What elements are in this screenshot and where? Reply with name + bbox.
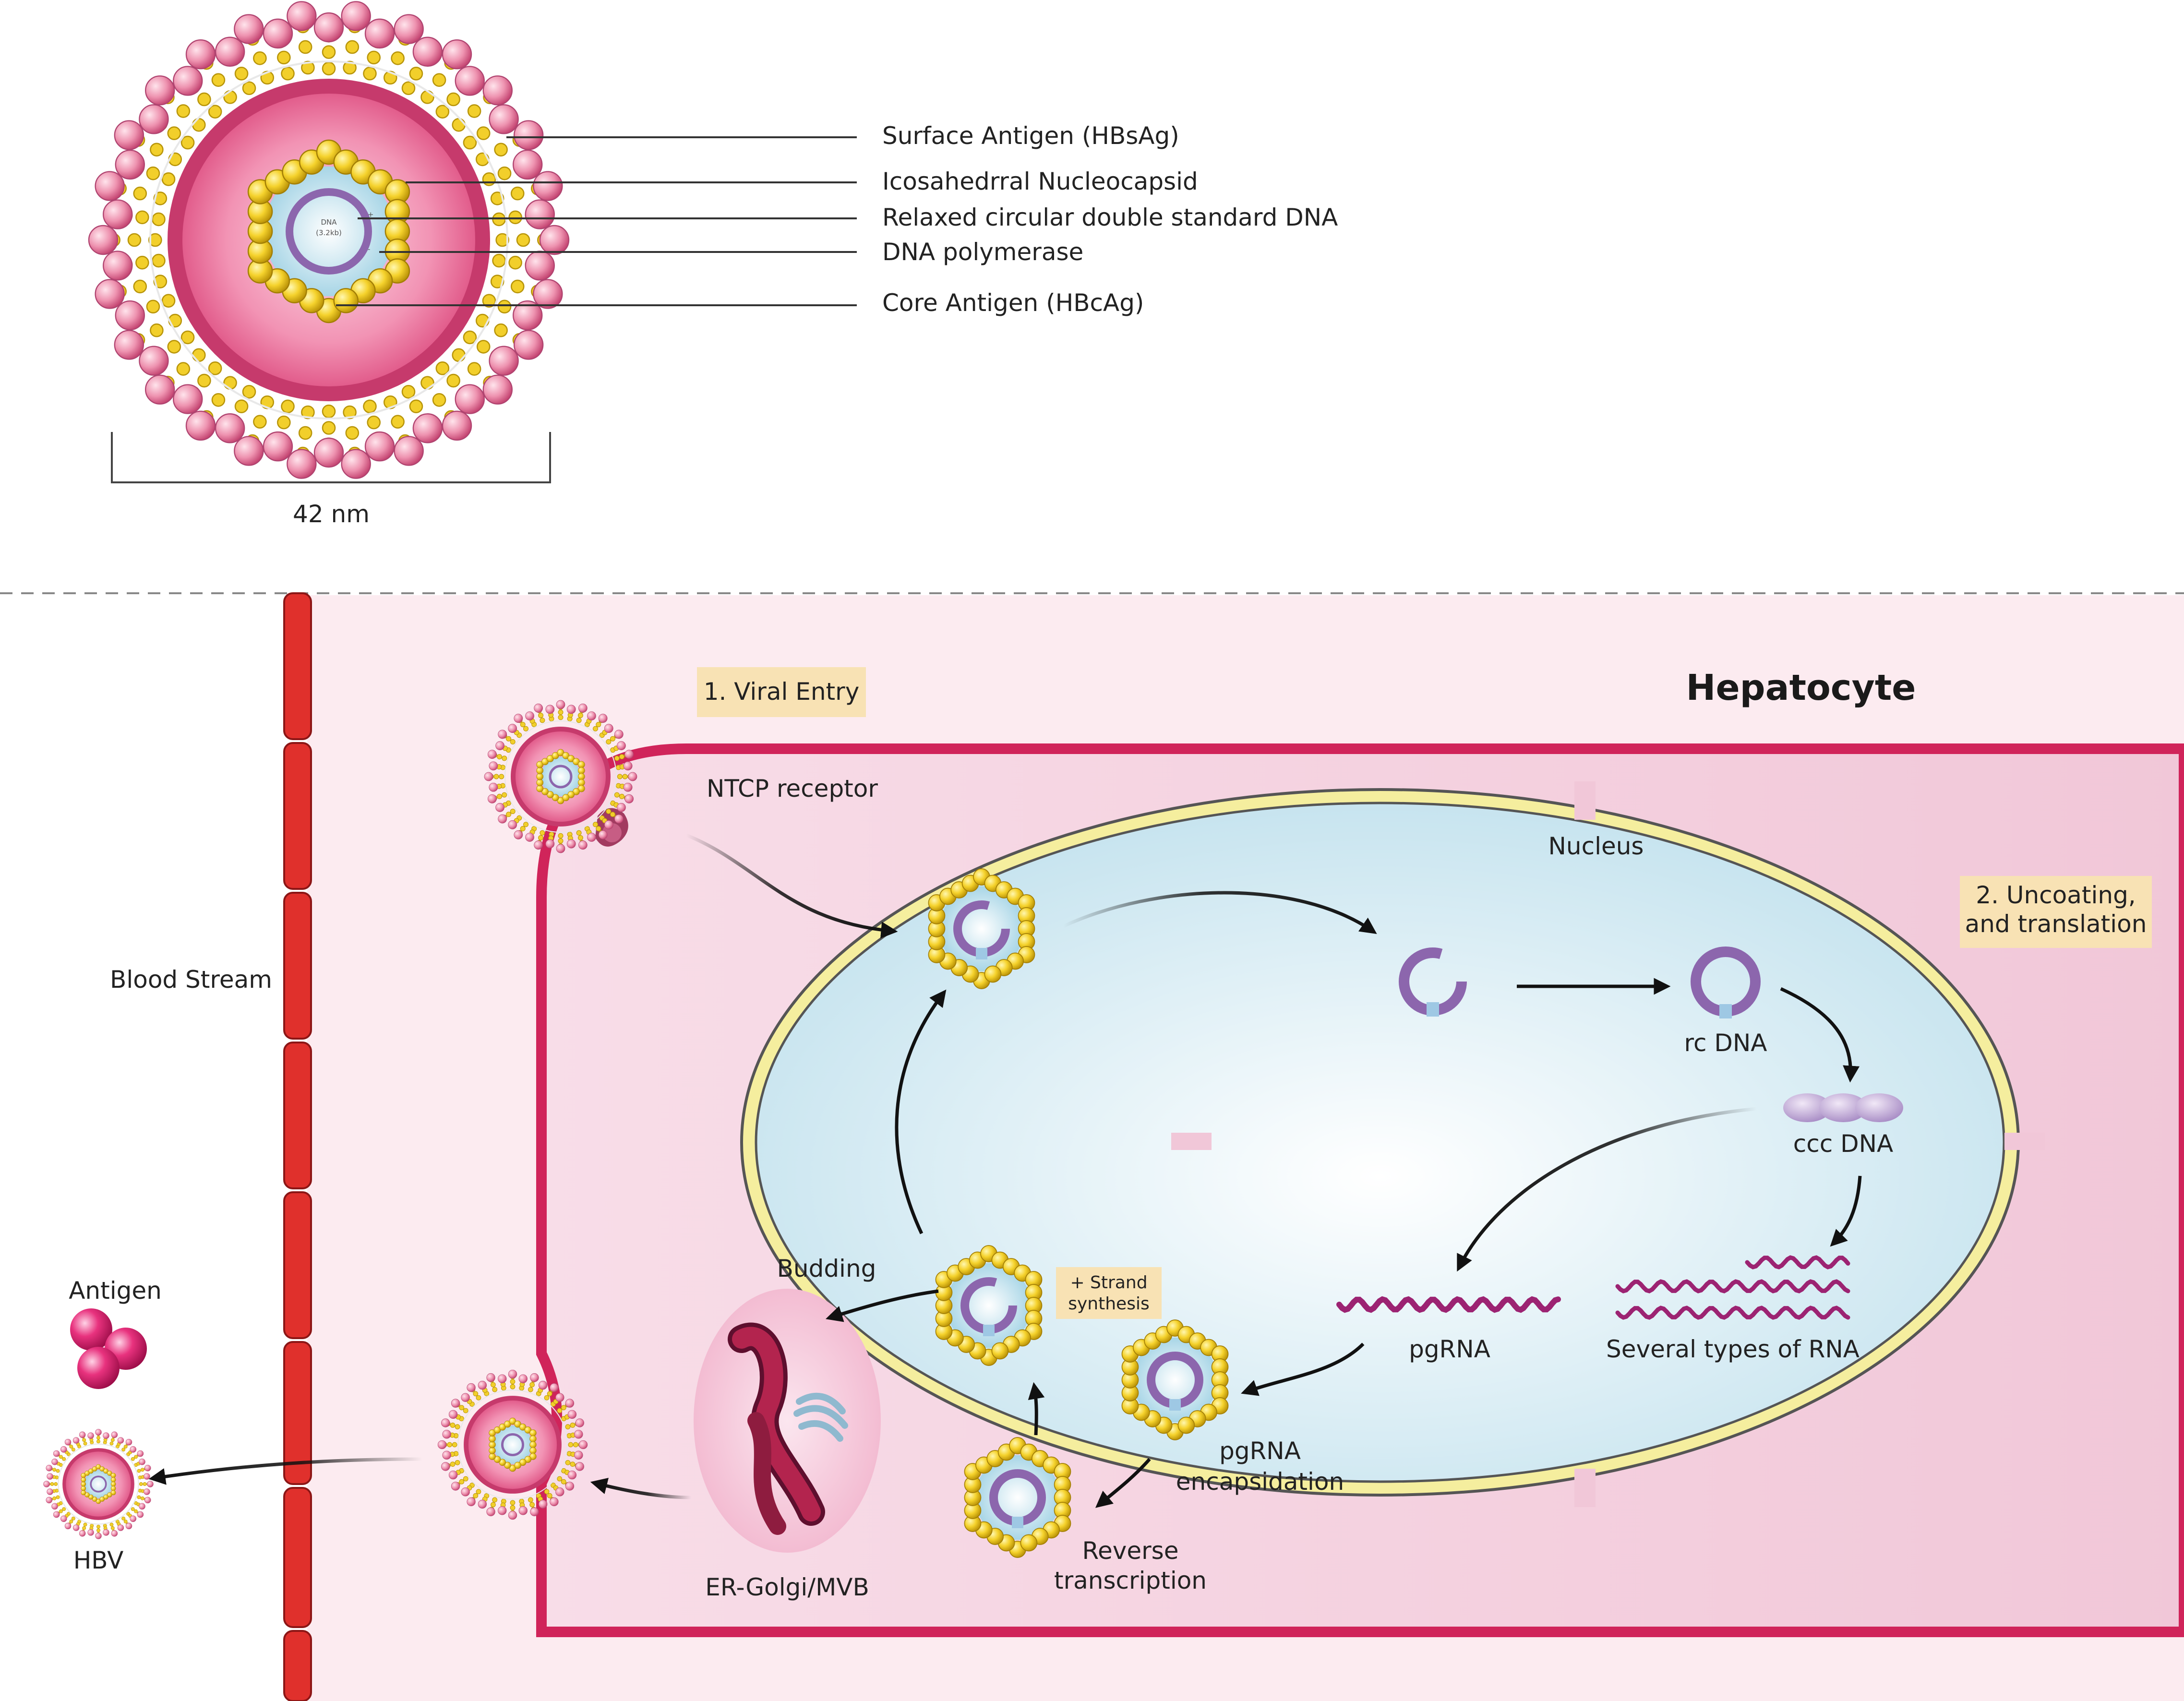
arrow-ccc-to-pgrna [1457,1107,1757,1272]
step-viral-entry: 1. Viral Entry [704,678,860,706]
virion-leader-lines [336,136,857,306]
arrow-budding [825,1289,939,1322]
antigen-label: Antigen [69,1277,162,1305]
strand-synthesis-line1: + Strand [1070,1273,1147,1293]
reverse-transcription-label-line1: Reverse [1082,1537,1179,1565]
hbv-label: HBV [73,1546,124,1574]
step-box-viral-entry [697,667,866,717]
arrow-recycling [895,989,947,1234]
arrow-to-strand-synthesis [1028,1382,1045,1436]
rna-types-label: Several types of RNA [1606,1335,1860,1363]
label-nucleocapsid: Icosahedrral Nucleocapsid [882,168,1198,195]
surface-antigen-spikes [88,1,570,479]
dna-label: DNA [321,218,337,227]
virion-budding [437,1369,588,1520]
encapsidation-label-line1: pgRNA [1219,1437,1301,1465]
label-core-antigen: Core Antigen (HBcAg) [882,289,1144,317]
virion-released [43,1429,154,1539]
step-uncoating-line2: and translation [1965,910,2147,938]
pgrna-label: pgRNA [1409,1335,1490,1363]
rc-dna-polymerase-mark [1719,1004,1732,1018]
er-golgi-label: ER-Golgi/MVB [705,1573,869,1601]
arrow-er-to-exit [590,1477,692,1499]
rna-transcripts [1336,1255,1850,1320]
ccc-dna-label: ccc DNA [1793,1130,1893,1158]
polymerase-mark [1427,1002,1439,1017]
hbv-virion-illustration: DNA (3.2kb) + - [88,1,570,479]
dna-size-label: (3.2kb) [316,228,342,237]
scale-bar [111,432,551,483]
capsid-reverse-transcription [964,1437,1071,1558]
plus-strand-mark: + [368,210,374,219]
hepatocyte-title: Hepatocyte [1686,667,1916,708]
capsid-pgrna-encapsidation [1121,1319,1229,1440]
capsid-plus-strand [935,1245,1043,1366]
blood-stream-label: Blood Stream [110,966,272,994]
arrow-entry-to-capsid [685,833,898,939]
step-box-strand-synthesis [1056,1267,1162,1319]
scale-label: 42 nm [293,500,370,528]
nucleus-label: Nucleus [1548,832,1644,860]
label-dna-polymerase: DNA polymerase [882,238,1083,266]
encapsidation-label-line2: encapsidation [1176,1468,1344,1496]
arrow-to-reverse-transcription [1095,1458,1151,1508]
circular-dna [286,188,372,275]
budding-label: Budding [777,1255,876,1282]
ntcp-label: NTCP receptor [707,775,878,803]
capsid-entered [928,868,1035,989]
arrow-to-ccc-dna [1780,987,1860,1083]
antigen-cluster [70,1308,147,1389]
lipid-envelope [149,60,508,419]
step-box-uncoating [1960,876,2152,948]
label-surface-antigen: Surface Antigen (HBsAg) [882,122,1179,150]
rc-dna-label: rc DNA [1684,1029,1767,1057]
arrow-to-rna [1830,1175,1862,1247]
er-golgi-mvb [694,1289,881,1553]
lifecycle-arrows [148,833,1862,1508]
minus-strand-mark: - [368,245,370,253]
arrow-pgrna-to-encapsidation [1241,1342,1365,1396]
arrow-release [148,1457,423,1485]
strand-synthesis-line2: synthesis [1068,1294,1149,1314]
reverse-transcription-label-line2: transcription [1054,1567,1207,1594]
label-circular-dna: Relaxed circular double standard DNA [882,204,1338,231]
virion-entering [484,700,637,853]
step-uncoating-line1: 2. Uncoating, [1976,881,2136,909]
arrow-capsid-to-nucleus [1062,891,1377,934]
blood-vessel-wall [283,592,312,1701]
ccc-dna [1783,1093,1903,1122]
